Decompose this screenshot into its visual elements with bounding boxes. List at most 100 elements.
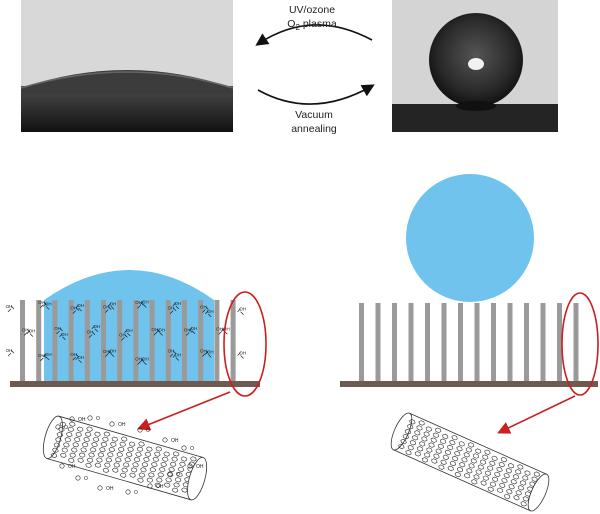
svg-text:OH: OH bbox=[174, 301, 181, 306]
carboxyl-group: O bbox=[76, 476, 88, 482]
svg-text:OH: OH bbox=[196, 464, 204, 470]
svg-text:OH: OH bbox=[77, 303, 84, 308]
svg-text:OH: OH bbox=[22, 327, 29, 332]
carboxyl-group: O bbox=[126, 490, 138, 496]
svg-text:OH: OH bbox=[93, 324, 100, 329]
svg-text:OH: OH bbox=[45, 352, 52, 357]
pillar bbox=[69, 300, 74, 382]
pillar bbox=[475, 303, 480, 382]
pillar bbox=[150, 300, 155, 382]
schematic-superhydrophobic-array bbox=[340, 174, 598, 432]
carboxyl-group: OH bbox=[238, 351, 246, 359]
carboxyl-group: OH bbox=[238, 307, 246, 315]
photo-superhydrophobic bbox=[392, 0, 558, 132]
svg-text:OH: OH bbox=[110, 301, 117, 306]
svg-text:OH: OH bbox=[191, 326, 198, 331]
carboxyl-group: O bbox=[138, 428, 150, 434]
svg-text:OH: OH bbox=[168, 349, 175, 354]
carboxyl-group: OH bbox=[98, 486, 114, 492]
pillar bbox=[359, 303, 364, 382]
pillar bbox=[214, 300, 219, 382]
highlight-ellipse-right bbox=[562, 293, 598, 395]
svg-text:OH: OH bbox=[239, 307, 246, 312]
svg-text:OH: OH bbox=[200, 349, 207, 354]
pillar bbox=[376, 303, 381, 382]
pillar bbox=[85, 300, 90, 382]
svg-text:OH: OH bbox=[184, 327, 191, 332]
svg-text:OH: OH bbox=[239, 351, 246, 356]
svg-text:OH: OH bbox=[207, 309, 214, 314]
carboxyl-group: OH bbox=[6, 304, 14, 312]
carboxyl-group: OH bbox=[60, 464, 76, 470]
pillar bbox=[166, 300, 171, 382]
label-annealing: annealing bbox=[291, 123, 337, 135]
pillars-right bbox=[359, 303, 579, 382]
carboxyl-group: O bbox=[88, 416, 100, 422]
svg-text:OH: OH bbox=[103, 305, 110, 310]
pillar bbox=[458, 303, 463, 382]
pillar bbox=[182, 300, 187, 382]
svg-text:OH: OH bbox=[118, 422, 126, 428]
pillar bbox=[133, 300, 138, 382]
svg-text:OH: OH bbox=[207, 349, 214, 354]
nanotube-pristine bbox=[387, 410, 553, 513]
carboxyl-group: OH bbox=[110, 422, 126, 428]
svg-text:OH: OH bbox=[61, 332, 68, 337]
svg-text:OH: OH bbox=[151, 327, 158, 332]
carboxyl-group: OH bbox=[163, 438, 179, 444]
arrow-vacuum-annealing bbox=[258, 86, 372, 104]
pillar bbox=[524, 303, 529, 382]
schematic-hydrophilic-array: OHOHOHOHOHOHOHOHOHOHOHOHOHOHOHOHOHOHOHOH… bbox=[6, 270, 266, 428]
svg-text:OH: OH bbox=[171, 438, 179, 444]
water-droplet bbox=[406, 174, 534, 302]
photo-hydrophilic bbox=[21, 0, 233, 132]
svg-text:O: O bbox=[146, 428, 150, 434]
pillar bbox=[20, 300, 25, 382]
pillar bbox=[392, 303, 397, 382]
svg-text:O: O bbox=[134, 490, 138, 496]
svg-text:O: O bbox=[84, 476, 88, 482]
pillar bbox=[409, 303, 414, 382]
svg-text:OH: OH bbox=[119, 332, 126, 337]
pillar bbox=[574, 303, 579, 382]
pillar bbox=[36, 300, 41, 382]
zoom-arrow-right bbox=[500, 396, 575, 432]
pillar bbox=[425, 303, 430, 382]
label-uv-ozone: UV/ozone bbox=[289, 4, 335, 16]
svg-text:OH: OH bbox=[68, 464, 76, 470]
svg-text:O: O bbox=[64, 425, 68, 431]
svg-text:OH: OH bbox=[38, 300, 45, 305]
svg-text:OH: OH bbox=[6, 304, 13, 309]
svg-text:OH: OH bbox=[6, 348, 13, 353]
pillar bbox=[52, 300, 57, 382]
svg-text:OH: OH bbox=[106, 486, 114, 492]
svg-text:OH: OH bbox=[29, 329, 36, 334]
svg-text:OH: OH bbox=[38, 353, 45, 358]
svg-text:OH: OH bbox=[216, 327, 223, 332]
svg-text:OH: OH bbox=[200, 304, 207, 309]
label-o2-plasma: O2 plasma bbox=[287, 18, 337, 32]
pillar bbox=[442, 303, 447, 382]
svg-text:OH: OH bbox=[77, 355, 84, 360]
pillar bbox=[508, 303, 513, 382]
svg-text:OH: OH bbox=[168, 306, 175, 311]
pillar bbox=[231, 300, 236, 382]
pillar bbox=[541, 303, 546, 382]
svg-text:O: O bbox=[176, 472, 180, 478]
svg-text:OH: OH bbox=[70, 352, 77, 357]
svg-text:OH: OH bbox=[54, 326, 61, 331]
substrate-right bbox=[340, 381, 598, 387]
svg-text:OH: OH bbox=[78, 417, 86, 423]
svg-text:OH: OH bbox=[103, 349, 110, 354]
carboxyl-group: OH bbox=[148, 484, 164, 490]
svg-text:OH: OH bbox=[87, 330, 94, 335]
svg-text:OH: OH bbox=[135, 357, 142, 362]
pillar bbox=[117, 300, 122, 382]
carboxyl-group: OH bbox=[6, 348, 14, 356]
zoom-arrow-left bbox=[140, 392, 230, 428]
svg-text:OH: OH bbox=[126, 328, 133, 333]
svg-text:OH: OH bbox=[156, 484, 164, 490]
carboxyl-group: O bbox=[182, 446, 194, 452]
substrate-left bbox=[10, 381, 260, 387]
